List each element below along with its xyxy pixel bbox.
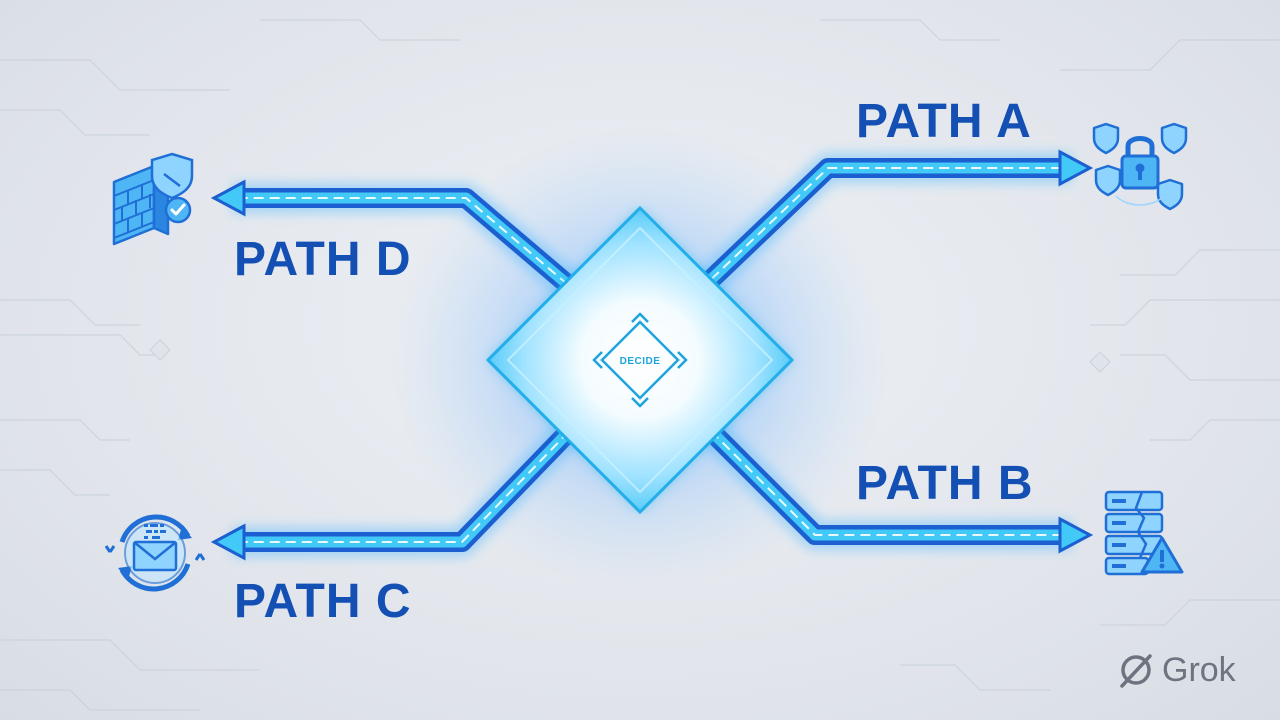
arrow-path-d bbox=[210, 179, 590, 307]
broken-server-warning-icon bbox=[1104, 490, 1184, 576]
decision-diamond: DECIDE bbox=[485, 205, 795, 515]
path-c-label: PATH C bbox=[234, 575, 412, 628]
firewall-shield-icon bbox=[112, 152, 194, 246]
path-b-label: PATH B bbox=[856, 457, 1034, 510]
decide-label: DECIDE bbox=[620, 356, 661, 367]
arrow-path-c bbox=[210, 409, 591, 561]
watermark-text: Grok bbox=[1162, 650, 1236, 689]
path-a-label: PATH A bbox=[856, 95, 1032, 148]
arrowhead-c bbox=[210, 523, 246, 561]
arrowhead-d bbox=[210, 179, 246, 217]
circuit-background bbox=[0, 19, 1280, 711]
arrow-path-b bbox=[689, 409, 1094, 554]
grok-watermark: Grok bbox=[1116, 650, 1236, 690]
arrowhead-b bbox=[1058, 516, 1094, 554]
arrowhead-a bbox=[1058, 149, 1094, 187]
arrow-path-a bbox=[689, 149, 1094, 301]
email-refresh-icon bbox=[104, 514, 206, 592]
path-d-label: PATH D bbox=[234, 233, 412, 286]
path-arrows bbox=[210, 149, 1094, 561]
padlock-shields-icon bbox=[1092, 122, 1188, 211]
grok-logo-icon bbox=[1120, 654, 1152, 688]
